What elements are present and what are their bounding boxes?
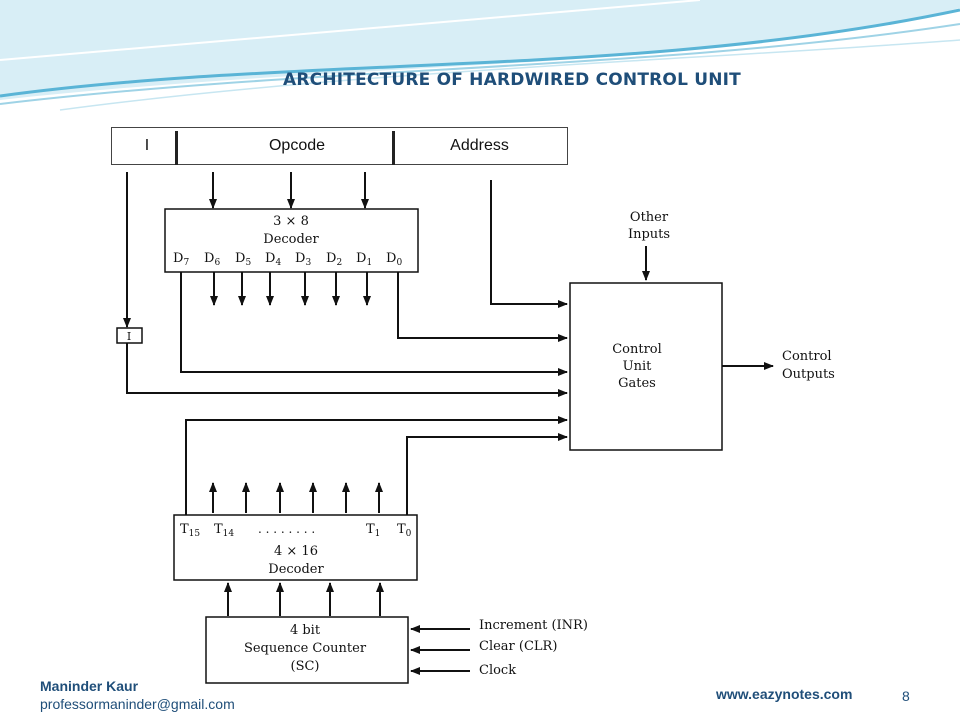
op-decoder-output-d1: D1 [356, 251, 372, 268]
op-decoder-output-d3: D3 [295, 251, 311, 268]
ir-separator [392, 131, 395, 165]
ir-field-opcode: Opcode [268, 137, 326, 154]
author-email[interactable]: professormaninder@gmail.com [40, 696, 235, 712]
header-swoosh-decoration [0, 0, 960, 111]
sequence-counter-box [205, 616, 409, 684]
counter-input-clear: Clear (CLR) [479, 639, 557, 654]
timing-output-ellipsis: . . . . . . . . [258, 522, 315, 536]
sequence-counter-label-2: Sequence Counter [244, 641, 367, 656]
timing-output-t1: T1 [366, 522, 380, 539]
op-decoder-output-d7: D7 [173, 251, 189, 268]
op-decoder-size-label: 3 × 8 [273, 214, 309, 229]
timing-output-t15: T15 [180, 522, 200, 539]
op-decoder-output-d6: D6 [204, 251, 220, 268]
timing-decoder-size-label: 4 × 16 [274, 544, 318, 559]
control-gates-box [569, 282, 723, 451]
other-inputs-label-2: Inputs [628, 227, 670, 242]
op-decoder-output-d4: D4 [265, 251, 281, 268]
timing-output-t14: T14 [214, 522, 234, 539]
control-gates-label-2: Unit [623, 359, 652, 374]
op-decoder-output-d2: D2 [326, 251, 342, 268]
control-outputs-label-1: Control [782, 349, 832, 364]
slide-title: ARCHITECTURE OF HARDWIRED CONTROL UNIT [283, 70, 741, 90]
timing-decoder-name: Decoder [268, 562, 324, 577]
author-name: Maninder Kaur [40, 678, 139, 694]
op-decoder-output-d5: D5 [235, 251, 251, 268]
counter-input-clock: Clock [479, 663, 516, 678]
i-flipflop-label: I [127, 330, 131, 343]
instruction-register: I Opcode Address [111, 127, 568, 165]
page-number: 8 [902, 688, 910, 704]
ir-field-address: Address [450, 137, 509, 154]
ir-field-i: I [144, 137, 150, 154]
other-inputs-label-1: Other [630, 210, 669, 225]
op-decoder-box [164, 208, 419, 273]
i-flipflop-box [116, 327, 143, 344]
op-decoder-output-d0: D0 [386, 251, 402, 268]
control-outputs-label-2: Outputs [782, 367, 835, 382]
sequence-counter-label-3: (SC) [291, 659, 320, 674]
timing-decoder-box [173, 514, 418, 581]
counter-input-increment: Increment (INR) [479, 618, 588, 633]
control-gates-label-3: Gates [618, 376, 656, 391]
ir-separator [175, 131, 178, 165]
control-gates-label-1: Control [612, 342, 662, 357]
sequence-counter-label-1: 4 bit [290, 623, 321, 638]
op-decoder-name: Decoder [263, 232, 319, 247]
timing-output-t0: T0 [397, 522, 412, 539]
website-link[interactable]: www.eazynotes.com [716, 686, 853, 702]
